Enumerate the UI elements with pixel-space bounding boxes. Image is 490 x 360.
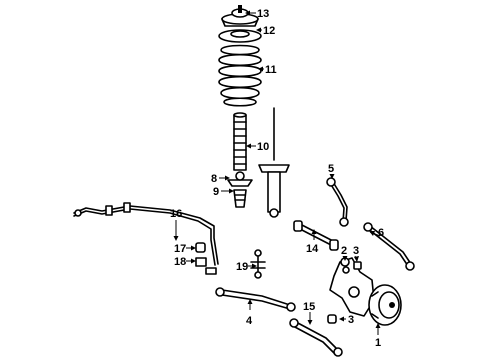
bushing-part-upper <box>353 261 362 270</box>
knuckle-part <box>329 257 375 317</box>
trailing-link-part <box>363 222 415 271</box>
bushing-part-lower <box>327 314 337 324</box>
bump-stop-mount-part <box>227 171 253 187</box>
callouts: 13 12 11 10 8 9 16 17 18 19 5 14 6 2 3 3… <box>170 8 384 349</box>
callout-12: 12 <box>263 25 275 37</box>
callout-18: 18 <box>174 256 186 268</box>
callout-2: 2 <box>341 245 347 257</box>
callout-3-lower: 3 <box>348 314 354 326</box>
callout-1: 1 <box>375 337 381 349</box>
dust-boot-part <box>233 112 247 171</box>
lateral-link-part <box>293 220 339 251</box>
callout-16: 16 <box>170 208 182 220</box>
upper-link-part <box>326 177 349 227</box>
lower-link-part <box>289 318 343 357</box>
callout-3-upper: 3 <box>353 245 359 257</box>
bump-stop-part <box>233 189 247 208</box>
callout-17: 17 <box>174 243 186 255</box>
callout-10: 10 <box>257 141 269 153</box>
callout-13: 13 <box>257 8 269 20</box>
callout-11: 11 <box>265 64 277 76</box>
leader-lines <box>173 10 381 335</box>
stabilizer-bar-part <box>73 202 219 275</box>
stabilizer-bushing-part <box>195 242 206 253</box>
callout-4: 4 <box>246 315 253 327</box>
clamp-part <box>195 257 207 267</box>
stabilizer-link-part <box>250 249 266 279</box>
callout-19: 19 <box>236 261 248 273</box>
callout-6: 6 <box>378 227 384 239</box>
hub-bearing-part <box>368 284 402 326</box>
upper-mount-part <box>221 5 259 27</box>
coil-spring-part <box>218 44 262 107</box>
callout-9: 9 <box>213 186 219 198</box>
callout-8: 8 <box>211 173 217 185</box>
lower-control-arm-part <box>215 287 296 312</box>
callout-14: 14 <box>306 243 319 255</box>
shock-absorber-part <box>258 107 290 218</box>
spring-seat-part <box>218 29 262 43</box>
callout-5: 5 <box>328 163 334 175</box>
callout-15: 15 <box>303 301 315 313</box>
